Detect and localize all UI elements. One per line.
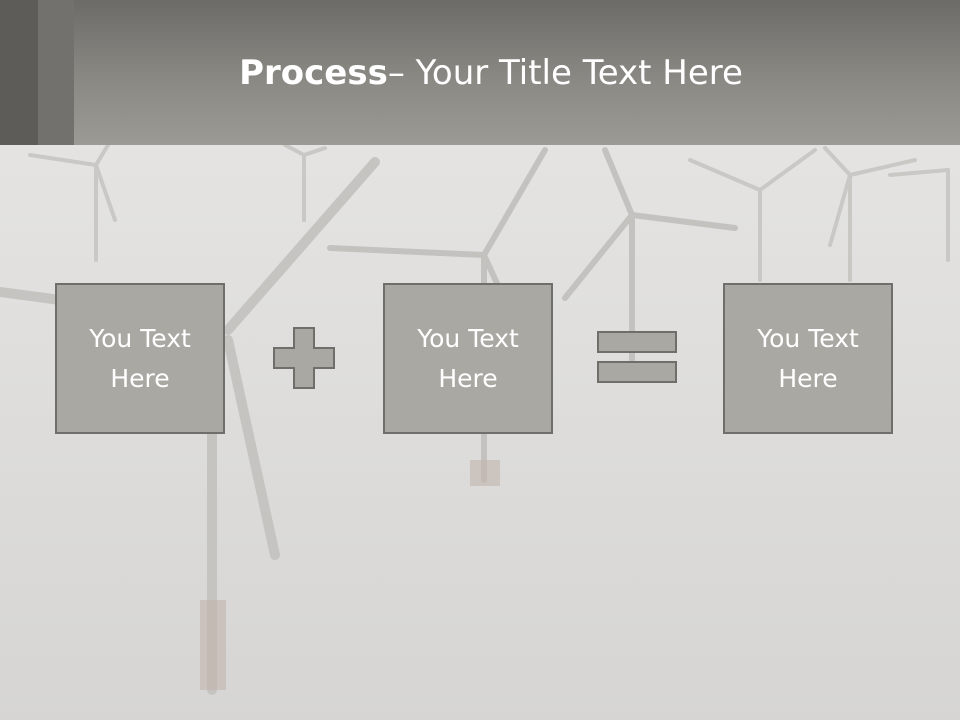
process-step-box-1[interactable]: You Text Here xyxy=(55,283,225,434)
equals-icon xyxy=(597,331,677,383)
slide-title[interactable]: Process – Your Title Text Here xyxy=(74,0,908,145)
title-bold-text: Process xyxy=(239,52,388,93)
process-step-text: You Text Here xyxy=(417,323,519,393)
process-step-text: You Text Here xyxy=(89,323,191,393)
title-bar-accent xyxy=(0,0,38,145)
plus-icon xyxy=(273,327,335,389)
title-bar: Process – Your Title Text Here xyxy=(0,0,960,145)
process-step-box-3[interactable]: You Text Here xyxy=(723,283,893,434)
title-bar-accent xyxy=(38,0,74,145)
process-step-box-2[interactable]: You Text Here xyxy=(383,283,553,434)
process-step-text: You Text Here xyxy=(757,323,859,393)
title-rest-text: – Your Title Text Here xyxy=(387,52,743,93)
